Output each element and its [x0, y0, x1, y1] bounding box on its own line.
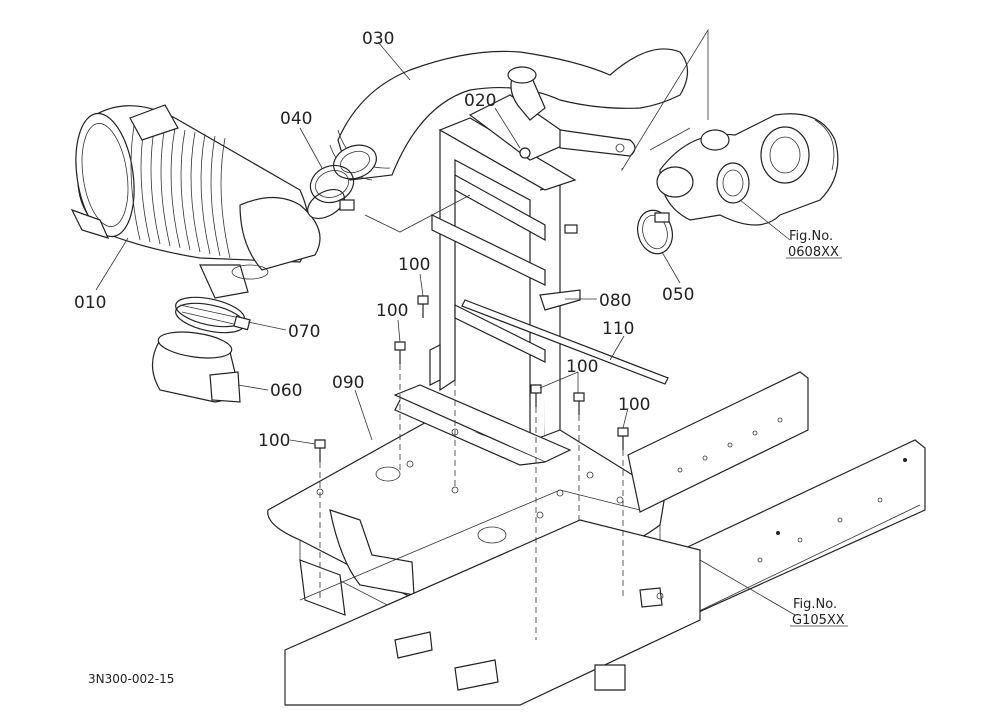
label-050: 050	[662, 285, 694, 305]
label-030: 030	[362, 29, 394, 49]
drawing-code: 3N300-002-15	[88, 672, 174, 686]
label-090: 090	[332, 373, 364, 393]
air-cleaner-drawing	[70, 104, 345, 299]
turbo-fig-label: Fig.No.	[789, 229, 833, 244]
label-060: 060	[270, 381, 302, 401]
turbocharger-drawing	[656, 113, 839, 226]
label-020: 020	[464, 91, 496, 111]
turbo-fig-code: 0608XX	[788, 245, 839, 260]
label-110: 110	[602, 319, 634, 339]
bolt-icon	[573, 392, 585, 415]
label-100: 100	[398, 255, 430, 275]
label-100: 100	[566, 357, 598, 377]
frame-fig-label: Fig.No.	[793, 597, 837, 612]
bolt-group	[314, 295, 629, 462]
label-100: 100	[376, 301, 408, 321]
support-bracket-drawing	[429, 66, 636, 459]
frame-fig-code: G105XX	[792, 613, 845, 628]
chassis-frame-drawing	[284, 371, 926, 706]
hose-clamp-040-drawing	[309, 164, 355, 211]
intake-hose-drawing	[329, 48, 689, 181]
hose-clamp-050-drawing	[637, 209, 673, 255]
band-clamp-drawing	[175, 296, 251, 334]
label-100: 100	[618, 395, 650, 415]
label-040: 040	[280, 109, 312, 129]
label-010: 010	[74, 293, 106, 313]
label-070: 070	[288, 322, 320, 342]
rubber-elbow-drawing	[151, 331, 241, 403]
bolt-icon	[417, 295, 429, 318]
leader-lines	[95, 28, 848, 640]
label-100: 100	[258, 431, 290, 451]
bolt-icon	[617, 427, 629, 450]
bolt-icon	[394, 341, 406, 364]
bolt-icon	[530, 384, 542, 407]
rod-110-drawing	[461, 299, 669, 385]
bolt-icon	[314, 439, 326, 462]
label-080: 080	[599, 291, 631, 311]
